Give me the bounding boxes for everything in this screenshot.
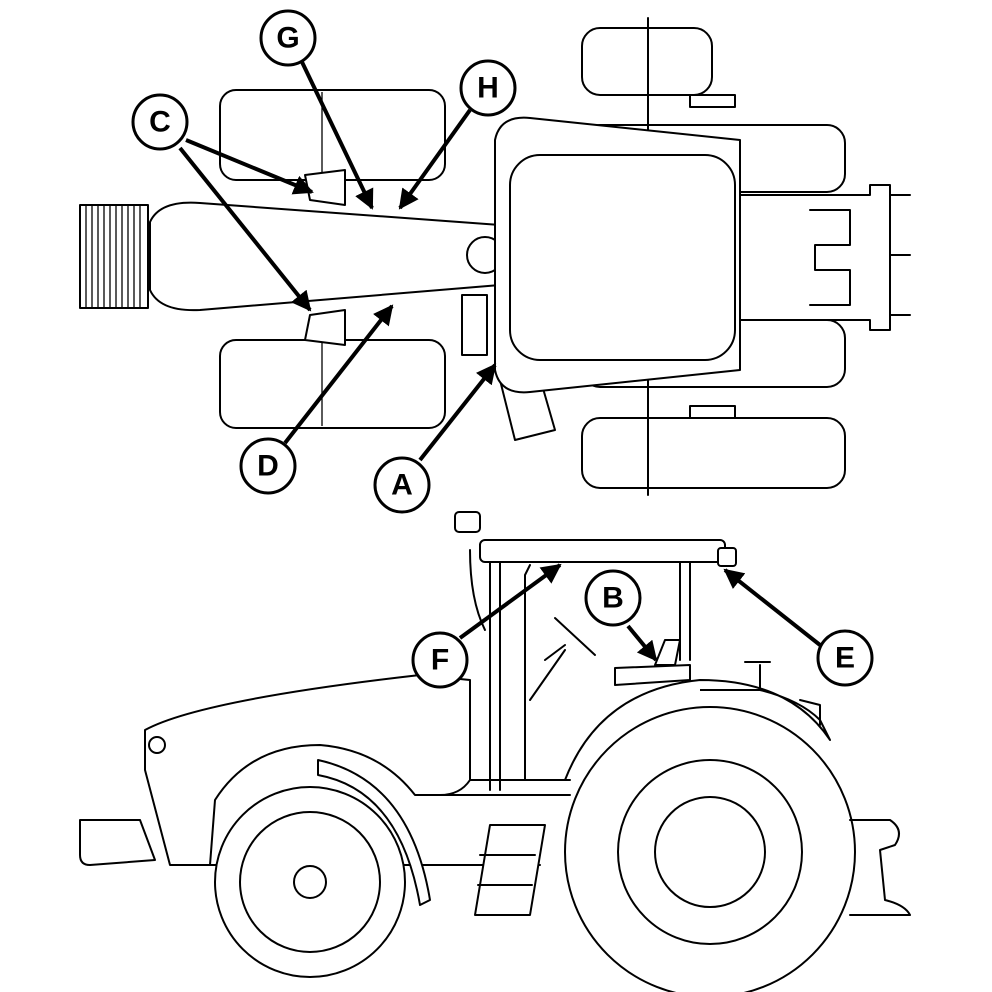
arrow-a: [418, 363, 497, 462]
rear-outer-tire-bottom: [581, 417, 846, 489]
hood-top: [149, 201, 501, 312]
front-fender: [317, 759, 431, 906]
front-weight: [79, 204, 149, 309]
cab-roof-side: [479, 539, 726, 563]
callout-label: C: [149, 106, 171, 139]
cab-roof-top: [509, 154, 736, 361]
arrow-e: [723, 568, 822, 647]
callout-label: G: [276, 22, 299, 55]
wheel-hub-bottom: [689, 405, 736, 419]
callout-h: H: [459, 59, 517, 117]
callout-b: B: [584, 569, 642, 627]
cab-steps: [474, 824, 546, 916]
arrow-c-lower: [178, 146, 312, 312]
arrow-f: [458, 563, 562, 640]
callout-label: F: [431, 644, 449, 677]
seat: [614, 664, 691, 686]
callout-label: D: [257, 450, 279, 483]
front-axle-bracket-bottom: [304, 309, 346, 346]
arrow-b: [626, 624, 658, 662]
front-wheel: [214, 786, 406, 978]
callout-label: H: [477, 72, 499, 105]
callout-label: A: [391, 469, 413, 502]
arrow-d: [283, 304, 394, 445]
callout-f: F: [411, 631, 469, 689]
callout-e: E: [816, 629, 874, 687]
front-hub: [293, 865, 327, 899]
callout-label: B: [602, 582, 624, 615]
beacon-light: [454, 511, 481, 533]
step-top: [461, 294, 488, 356]
rear-wheel: [564, 706, 856, 992]
callout-g: G: [259, 9, 317, 67]
top-view: [79, 17, 911, 496]
front-axle-bracket-top: [304, 169, 346, 206]
arrow-c-upper: [185, 138, 314, 195]
rear-hub: [654, 796, 766, 908]
rear-fender: [564, 679, 831, 781]
front-weight-side: [79, 819, 156, 866]
headlight: [148, 736, 166, 754]
wheel-hub-top: [689, 94, 736, 108]
callout-a: A: [373, 456, 431, 514]
callout-label: E: [835, 642, 855, 675]
arrow-h: [398, 108, 472, 210]
work-light: [717, 547, 737, 567]
hood-side: [144, 674, 471, 866]
arrow-g: [300, 61, 374, 210]
side-view: [79, 511, 911, 992]
seat-back: [654, 639, 681, 666]
callout-arrows: [178, 61, 822, 662]
callout-d: D: [239, 437, 297, 495]
callout-c: C: [131, 93, 189, 151]
